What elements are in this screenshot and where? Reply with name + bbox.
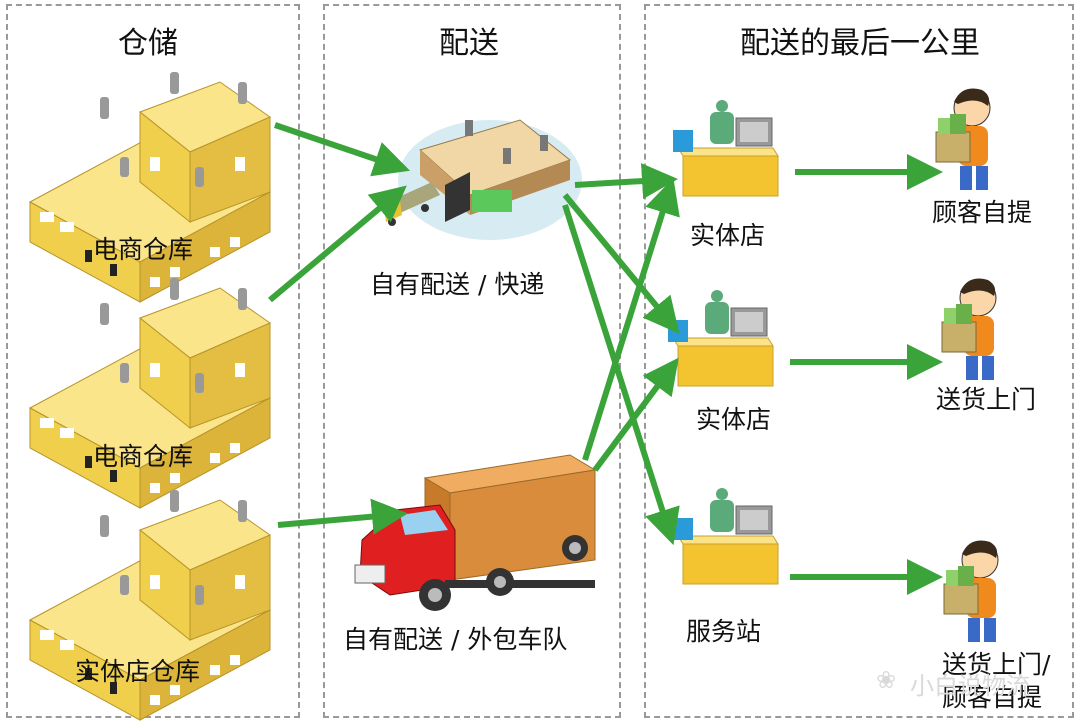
- ecommerce-warehouse-1-label: 电商仓库: [93, 235, 194, 264]
- arrow-hub-to-store2: [562, 193, 680, 334]
- physical-store-warehouse-label: 实体店仓库: [75, 657, 201, 686]
- arrow-truck-to-store2: [592, 357, 679, 472]
- arrow-warehouse1-to-hub: [274, 122, 411, 177]
- arrow-truck-to-store1: [582, 177, 680, 461]
- home-delivery-label: 送货上门: [936, 385, 1037, 414]
- store-2-desk-icon: [667, 289, 774, 387]
- watermark-icon: ❀: [876, 666, 897, 694]
- delivery-section-title: 配送: [439, 26, 499, 61]
- flow-arrows: [268, 122, 943, 595]
- combined-label-line1: 送货上门/: [942, 650, 1051, 679]
- warehouse-section-title: 仓储: [118, 26, 178, 61]
- watermark-text: 小白说物流: [910, 672, 1030, 700]
- service-station-desk-icon: [672, 487, 779, 585]
- store-1-desk-icon: [672, 99, 779, 197]
- ecommerce-warehouse-2-label: 电商仓库: [93, 442, 194, 471]
- store-2-label: 实体店: [696, 405, 772, 434]
- express-delivery-label: 自有配送 / 快递: [370, 270, 545, 299]
- self-pickup-label: 顾客自提: [932, 198, 1033, 227]
- customer-self-pickup-icon: [935, 88, 991, 191]
- truck-icon: [354, 454, 597, 611]
- fleet-delivery-label: 自有配送 / 外包车队: [343, 625, 568, 654]
- arrow-hub-to-store1: [574, 163, 678, 200]
- ecommerce-warehouse-2-icon: [29, 277, 271, 509]
- customer-home-delivery-icon: [941, 278, 997, 381]
- warehouse-panel: [6, 4, 300, 718]
- express-hub-icon: [384, 119, 582, 240]
- arrow-warehouse2-to-hub: [268, 185, 407, 303]
- service-station-label: 服务站: [686, 617, 762, 646]
- arrow-warehouse3-to-truck: [277, 498, 408, 535]
- customer-combined-icon: [943, 540, 999, 643]
- last-mile-section-title: 配送的最后一公里: [740, 26, 980, 61]
- ecommerce-warehouse-1-icon: [29, 71, 271, 303]
- store-1-label: 实体店: [690, 221, 766, 250]
- combined-label-line2: 顾客自提: [942, 683, 1043, 712]
- delivery-panel: [323, 4, 621, 718]
